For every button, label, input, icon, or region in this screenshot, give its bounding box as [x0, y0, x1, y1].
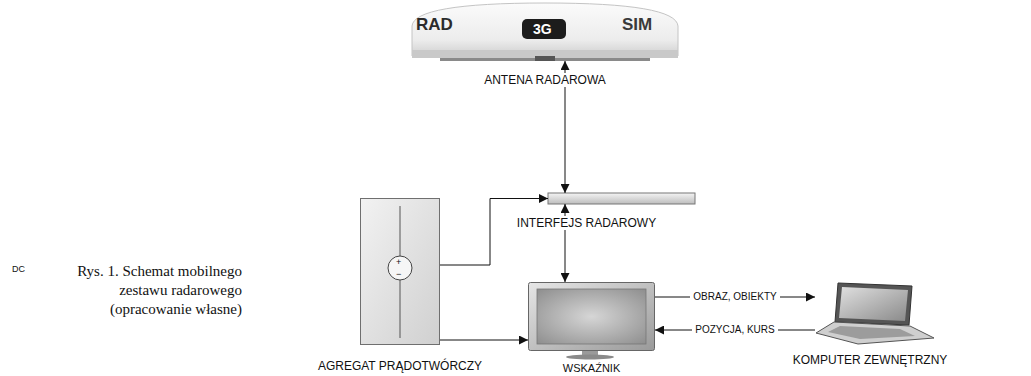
brand-text: RAD: [416, 16, 453, 33]
node-label: WSKAŹNIK: [561, 361, 622, 375]
node-label: INTERFEJS RADAROWY: [515, 216, 658, 230]
node-label: AGREGAT PRĄDOTWÓRCZY: [316, 359, 484, 373]
connector-arrow: [440, 199, 548, 266]
generator: [361, 199, 440, 345]
model-badge: 3G: [533, 22, 552, 36]
node-box: WSKAŹNIK: [528, 282, 655, 359]
connector-arrow: [440, 340, 528, 341]
brand-text: SIM: [622, 16, 652, 33]
node-label: ANTENA RADAROWA: [482, 73, 608, 87]
figure-caption: Rys. 1. Schemat mobilnego zestawu radaro…: [62, 262, 242, 319]
signal-label: POZYCJA, KURS: [692, 324, 777, 336]
polarity-sign: +: [396, 258, 401, 267]
symbol-label: DC: [12, 262, 25, 276]
node-box: KOMPUTER ZEWNĘTRZNY: [815, 282, 935, 345]
polarity-sign: −: [396, 270, 401, 279]
node-box: INTERFEJS RADAROWY: [548, 193, 695, 204]
laptop: [816, 283, 934, 344]
signal-label: OBRAZ, OBIEKTY: [690, 291, 779, 303]
monitor: [529, 283, 655, 360]
node-label: KOMPUTER ZEWNĘTRZNY: [791, 353, 950, 367]
radar-dome: [412, 3, 678, 61]
interface-unit: [548, 193, 695, 204]
